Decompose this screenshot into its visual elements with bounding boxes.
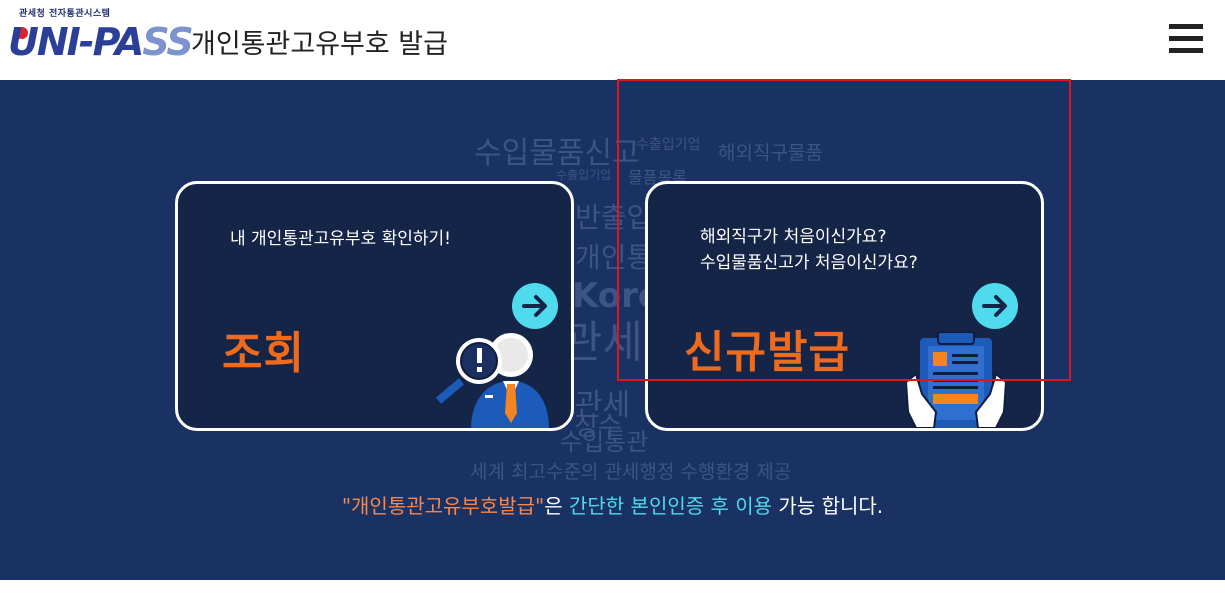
bottom-notice: "개인통관고유부호발급"은 간단한 본인인증 후 이용 가능 합니다. bbox=[0, 490, 1225, 519]
watermark-text: 수입물품신고 bbox=[474, 136, 640, 171]
new-issue-card[interactable]: 해외직구가 처음이신가요? 수입물품신고가 처음이신가요? 신규발급 bbox=[645, 181, 1044, 431]
watermark-text: 해외직구물품 bbox=[718, 142, 823, 164]
notice-highlight: 간단한 본인인증 후 이용 bbox=[569, 494, 773, 518]
page-title: 개인통관고유부호 발급 bbox=[191, 29, 448, 60]
watermark-text: 수출입기업 bbox=[636, 137, 701, 153]
uni-pass-logo[interactable]: 관세청 전자통관시스템 UNI-PASS bbox=[8, 6, 194, 66]
watermark-text: 수출입기업 bbox=[556, 168, 612, 182]
new-issue-card-question: 해외직구가 처음이신가요? 수입물품신고가 처음이신가요? bbox=[700, 224, 918, 276]
notice-service-name: "개인통관고유부호발급" bbox=[341, 494, 545, 518]
logo-wordmark-b: SS bbox=[142, 20, 193, 64]
inspector-magnifier-icon bbox=[435, 333, 549, 428]
watermark-text: 관세 bbox=[562, 317, 643, 368]
clipboard-hands-icon bbox=[906, 332, 1006, 428]
watermark-text: 징수 bbox=[574, 412, 622, 442]
arrow-right-icon[interactable] bbox=[972, 283, 1018, 329]
main-banner: 수입물품신고 수출입기업 해외직구물품 수출입기업 물품목록 반출입신고 관세 … bbox=[0, 80, 1225, 580]
notice-text: 은 bbox=[544, 494, 569, 518]
hamburger-menu-icon[interactable] bbox=[1169, 24, 1203, 54]
lookup-card-title: 조회 bbox=[222, 328, 305, 379]
lookup-card-question: 내 개인통관고유부호 확인하기! bbox=[230, 226, 451, 252]
logo-dot-icon bbox=[14, 25, 30, 41]
watermark-text: 수입통관 bbox=[560, 428, 649, 456]
question-line: 해외직구가 처음이신가요? bbox=[700, 227, 887, 247]
selection-highlight-box bbox=[617, 79, 1071, 381]
new-issue-card-title: 신규발급 bbox=[684, 327, 850, 378]
watermark-text: 관세 bbox=[575, 388, 631, 423]
question-line: 내 개인통관고유부호 확인하기! bbox=[230, 229, 451, 249]
logo-subtitle: 관세청 전자통관시스템 bbox=[19, 9, 111, 19]
logo-wordmark-a: UNI-PA bbox=[8, 20, 144, 64]
header: 관세청 전자통관시스템 UNI-PASS 개인통관고유부호 발급 bbox=[0, 0, 1225, 80]
arrow-right-icon[interactable] bbox=[512, 283, 558, 329]
watermark-text: 세계 최고수준의 관세행정 수행환경 제공 bbox=[470, 461, 792, 483]
question-line: 수입물품신고가 처음이신가요? bbox=[700, 253, 918, 273]
notice-text-end: 가능 합니다. bbox=[772, 494, 884, 518]
lookup-card[interactable]: 내 개인통관고유부호 확인하기! 조회 bbox=[175, 181, 574, 431]
logo-wordmark: UNI-PASS bbox=[8, 20, 194, 64]
